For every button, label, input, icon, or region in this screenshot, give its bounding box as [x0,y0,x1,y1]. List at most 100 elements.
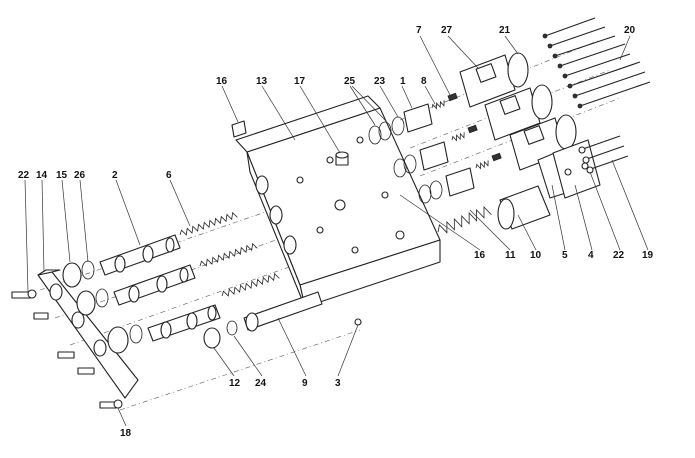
lower-parts [203,291,323,349]
valve-body-hole [316,226,324,234]
bolt [77,367,95,375]
leader [611,159,649,251]
springs-6 [179,211,280,297]
valve-bore [255,175,269,195]
callout-15: 15 [56,170,68,181]
valve-body-hole [296,176,304,184]
plug-body [231,120,247,138]
valve-body-hole [395,230,405,240]
bolt [57,351,75,359]
callout-26: 26 [74,170,86,181]
valve-body-hole [381,191,389,199]
washer [27,289,37,299]
washer-22 [582,156,590,164]
leader [117,407,127,427]
leader [379,85,399,118]
callout-21: 21 [499,25,511,36]
leader [424,85,436,105]
callout-16-top: 16 [216,76,228,87]
nut [547,43,553,49]
plug-3 [354,318,362,326]
callout-8: 8 [421,76,427,87]
callout-11: 11 [505,250,516,261]
callout-1: 1 [400,76,406,87]
callout-9: 9 [302,378,308,389]
washer [113,399,123,409]
pin-7 [447,92,458,102]
coil [555,114,577,150]
bolt [559,43,626,67]
nut [572,93,578,99]
spool-land [142,245,154,263]
pin [467,124,478,134]
nut [577,103,583,109]
plug-16 [231,120,247,138]
spool-row-3 [107,304,221,354]
valve-body-top [235,95,381,153]
bolt [554,35,616,57]
callout-24: 24 [255,378,267,389]
callout-25: 25 [344,76,356,87]
leader [261,85,296,141]
end-plate-bolts [11,289,123,409]
valve-bore [283,235,297,255]
bolt-19 [579,135,621,151]
adapter-1 [419,141,449,171]
solenoid-body [484,87,541,141]
solenoid-body [459,54,516,108]
cap-15 [62,262,82,288]
bolt-19 [583,145,625,161]
leader [115,179,141,246]
o-ring [429,180,443,200]
callout-17: 17 [294,76,306,87]
leader [551,184,566,251]
nut [557,63,563,69]
spring [199,242,258,267]
bolt [33,312,49,320]
fitting-cap [335,151,349,159]
callout-6: 6 [166,170,172,181]
callout-22: 22 [18,170,30,181]
nut [562,73,568,79]
pin [491,152,502,162]
callout-19: 19 [642,250,654,261]
leader-lines [24,35,649,427]
callout-7: 7 [416,25,422,36]
o-ring-25 [368,125,382,145]
leader [24,179,29,293]
end-plate-hole [49,283,63,301]
end-cover [537,139,601,199]
valve-bore [269,205,283,225]
bolt [544,17,596,37]
leader [221,85,239,123]
spool-land [114,255,126,273]
o-ring [393,158,407,178]
spring [475,160,489,170]
spring-11 [437,205,492,234]
leader [401,85,413,109]
valve-body [235,95,441,308]
leader [419,35,451,96]
spool-row-2 [76,264,196,316]
coil [531,84,553,120]
end-plate [37,269,139,399]
connector [499,95,521,115]
callout-16-bottom: 16 [474,250,486,261]
o-ring-26 [129,324,143,344]
callout-27: 27 [441,25,453,36]
spool-row-1 [62,234,181,288]
connector [475,63,497,83]
bolt [574,71,646,97]
valve-body-hole [326,156,334,164]
o-ring-26 [81,260,95,280]
plug-12 [203,327,221,349]
spool-land [165,237,175,253]
axis-line [119,329,361,411]
leader [61,179,71,263]
leader [337,324,359,377]
connector [523,125,545,145]
leader [619,35,631,61]
callout-23: 23 [374,76,386,87]
